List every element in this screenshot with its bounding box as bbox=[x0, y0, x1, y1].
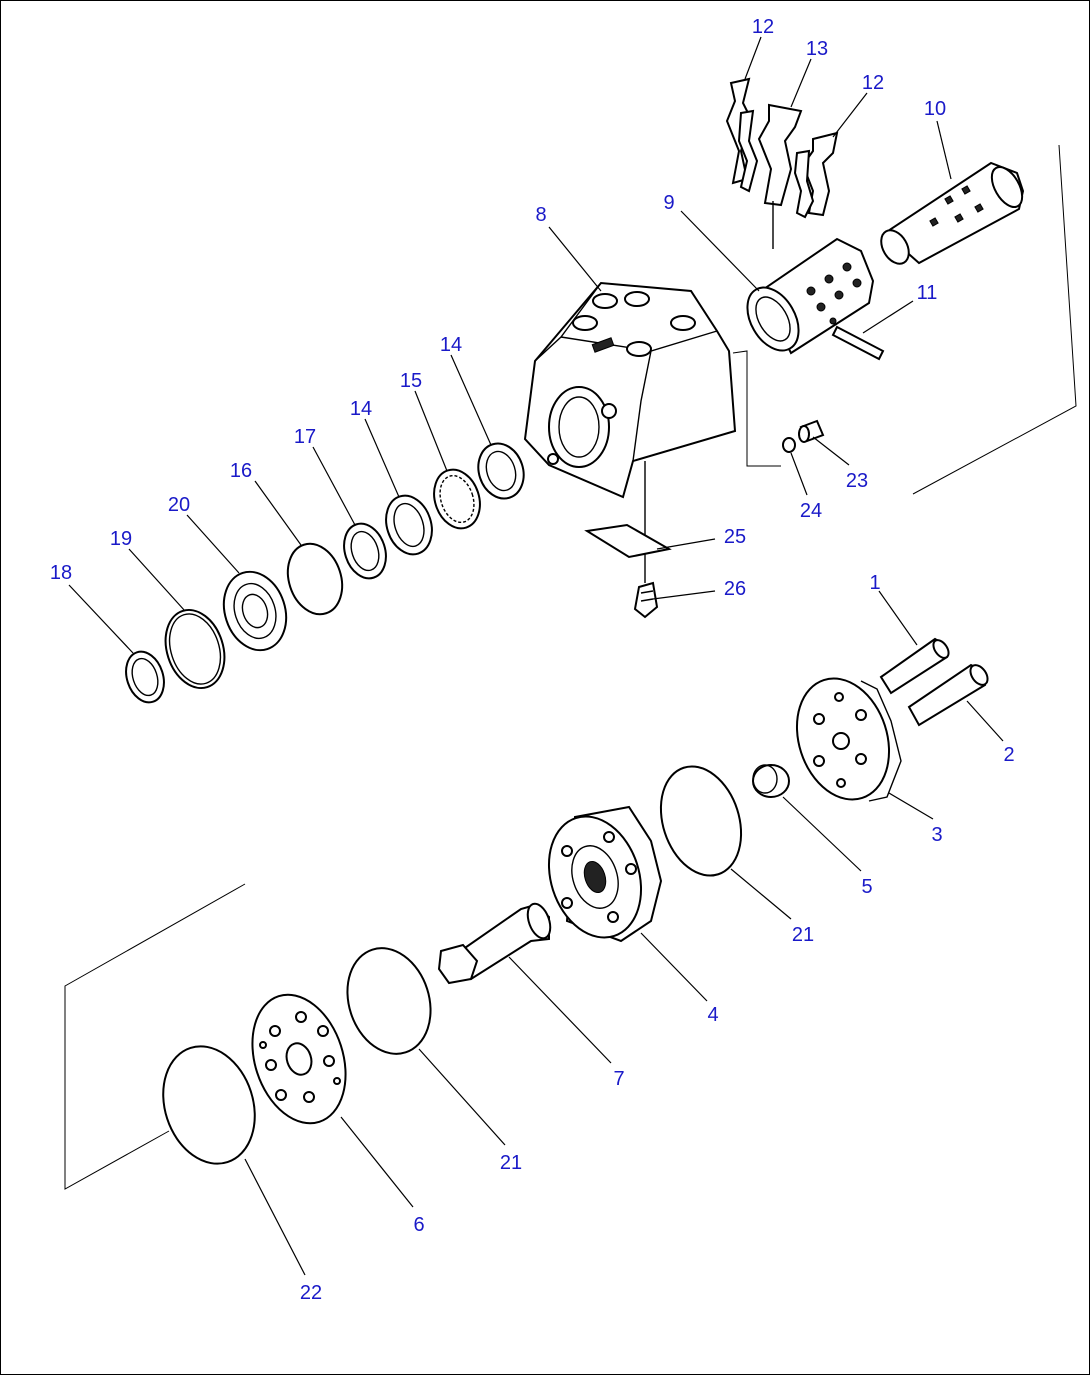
callout-22: 22 bbox=[300, 1282, 322, 1304]
small-seals bbox=[782, 419, 825, 453]
valve-plate bbox=[251, 993, 347, 1125]
callout-21: 21 bbox=[792, 924, 814, 946]
callout-19: 19 bbox=[110, 528, 132, 550]
callout-labels: 12 13 12 10 9 8 11 14 15 14 17 16 20 19 … bbox=[50, 16, 1015, 1304]
callout-9: 9 bbox=[663, 192, 674, 214]
callout-24: 24 bbox=[800, 500, 822, 522]
callout-2: 2 bbox=[1003, 744, 1014, 766]
callout-17: 17 bbox=[294, 426, 316, 448]
o-ring-upper bbox=[659, 765, 743, 877]
callout-14: 14 bbox=[350, 398, 372, 420]
callout-3: 3 bbox=[931, 824, 942, 846]
callout-25: 25 bbox=[724, 526, 746, 548]
alignment-lines bbox=[64, 144, 1077, 1190]
callout-8: 8 bbox=[535, 204, 546, 226]
spool bbox=[880, 161, 1025, 265]
o-ring-end bbox=[162, 1045, 256, 1165]
callout-7: 7 bbox=[613, 1068, 624, 1090]
callout-6: 6 bbox=[413, 1214, 424, 1236]
callout-26: 26 bbox=[724, 578, 746, 600]
sleeve bbox=[746, 237, 875, 355]
callout-15: 15 bbox=[400, 370, 422, 392]
callout-1: 1 bbox=[869, 572, 880, 594]
nameplate-and-screw bbox=[584, 461, 672, 619]
callout-4: 4 bbox=[707, 1004, 718, 1026]
gear-set bbox=[547, 805, 663, 943]
callout-23: 23 bbox=[846, 470, 868, 492]
pin bbox=[831, 325, 885, 361]
leader-lines bbox=[68, 36, 1004, 1276]
bolts bbox=[879, 637, 989, 727]
callout-10: 10 bbox=[924, 98, 946, 120]
callout-14: 14 bbox=[440, 334, 462, 356]
seal-rings bbox=[125, 442, 525, 704]
plug bbox=[752, 764, 790, 798]
callout-12: 12 bbox=[752, 16, 774, 38]
housing bbox=[523, 281, 737, 499]
end-cap bbox=[795, 677, 902, 802]
callout-18: 18 bbox=[50, 562, 72, 584]
drive-shaft bbox=[437, 902, 552, 985]
o-ring-lower bbox=[346, 947, 432, 1055]
callout-12: 12 bbox=[862, 72, 884, 94]
callout-20: 20 bbox=[168, 494, 190, 516]
callout-16: 16 bbox=[230, 460, 252, 482]
spring-leaves bbox=[725, 77, 839, 249]
callout-5: 5 bbox=[861, 876, 872, 898]
callout-11: 11 bbox=[917, 282, 938, 304]
callout-21: 21 bbox=[500, 1152, 522, 1174]
callout-13: 13 bbox=[806, 38, 828, 60]
